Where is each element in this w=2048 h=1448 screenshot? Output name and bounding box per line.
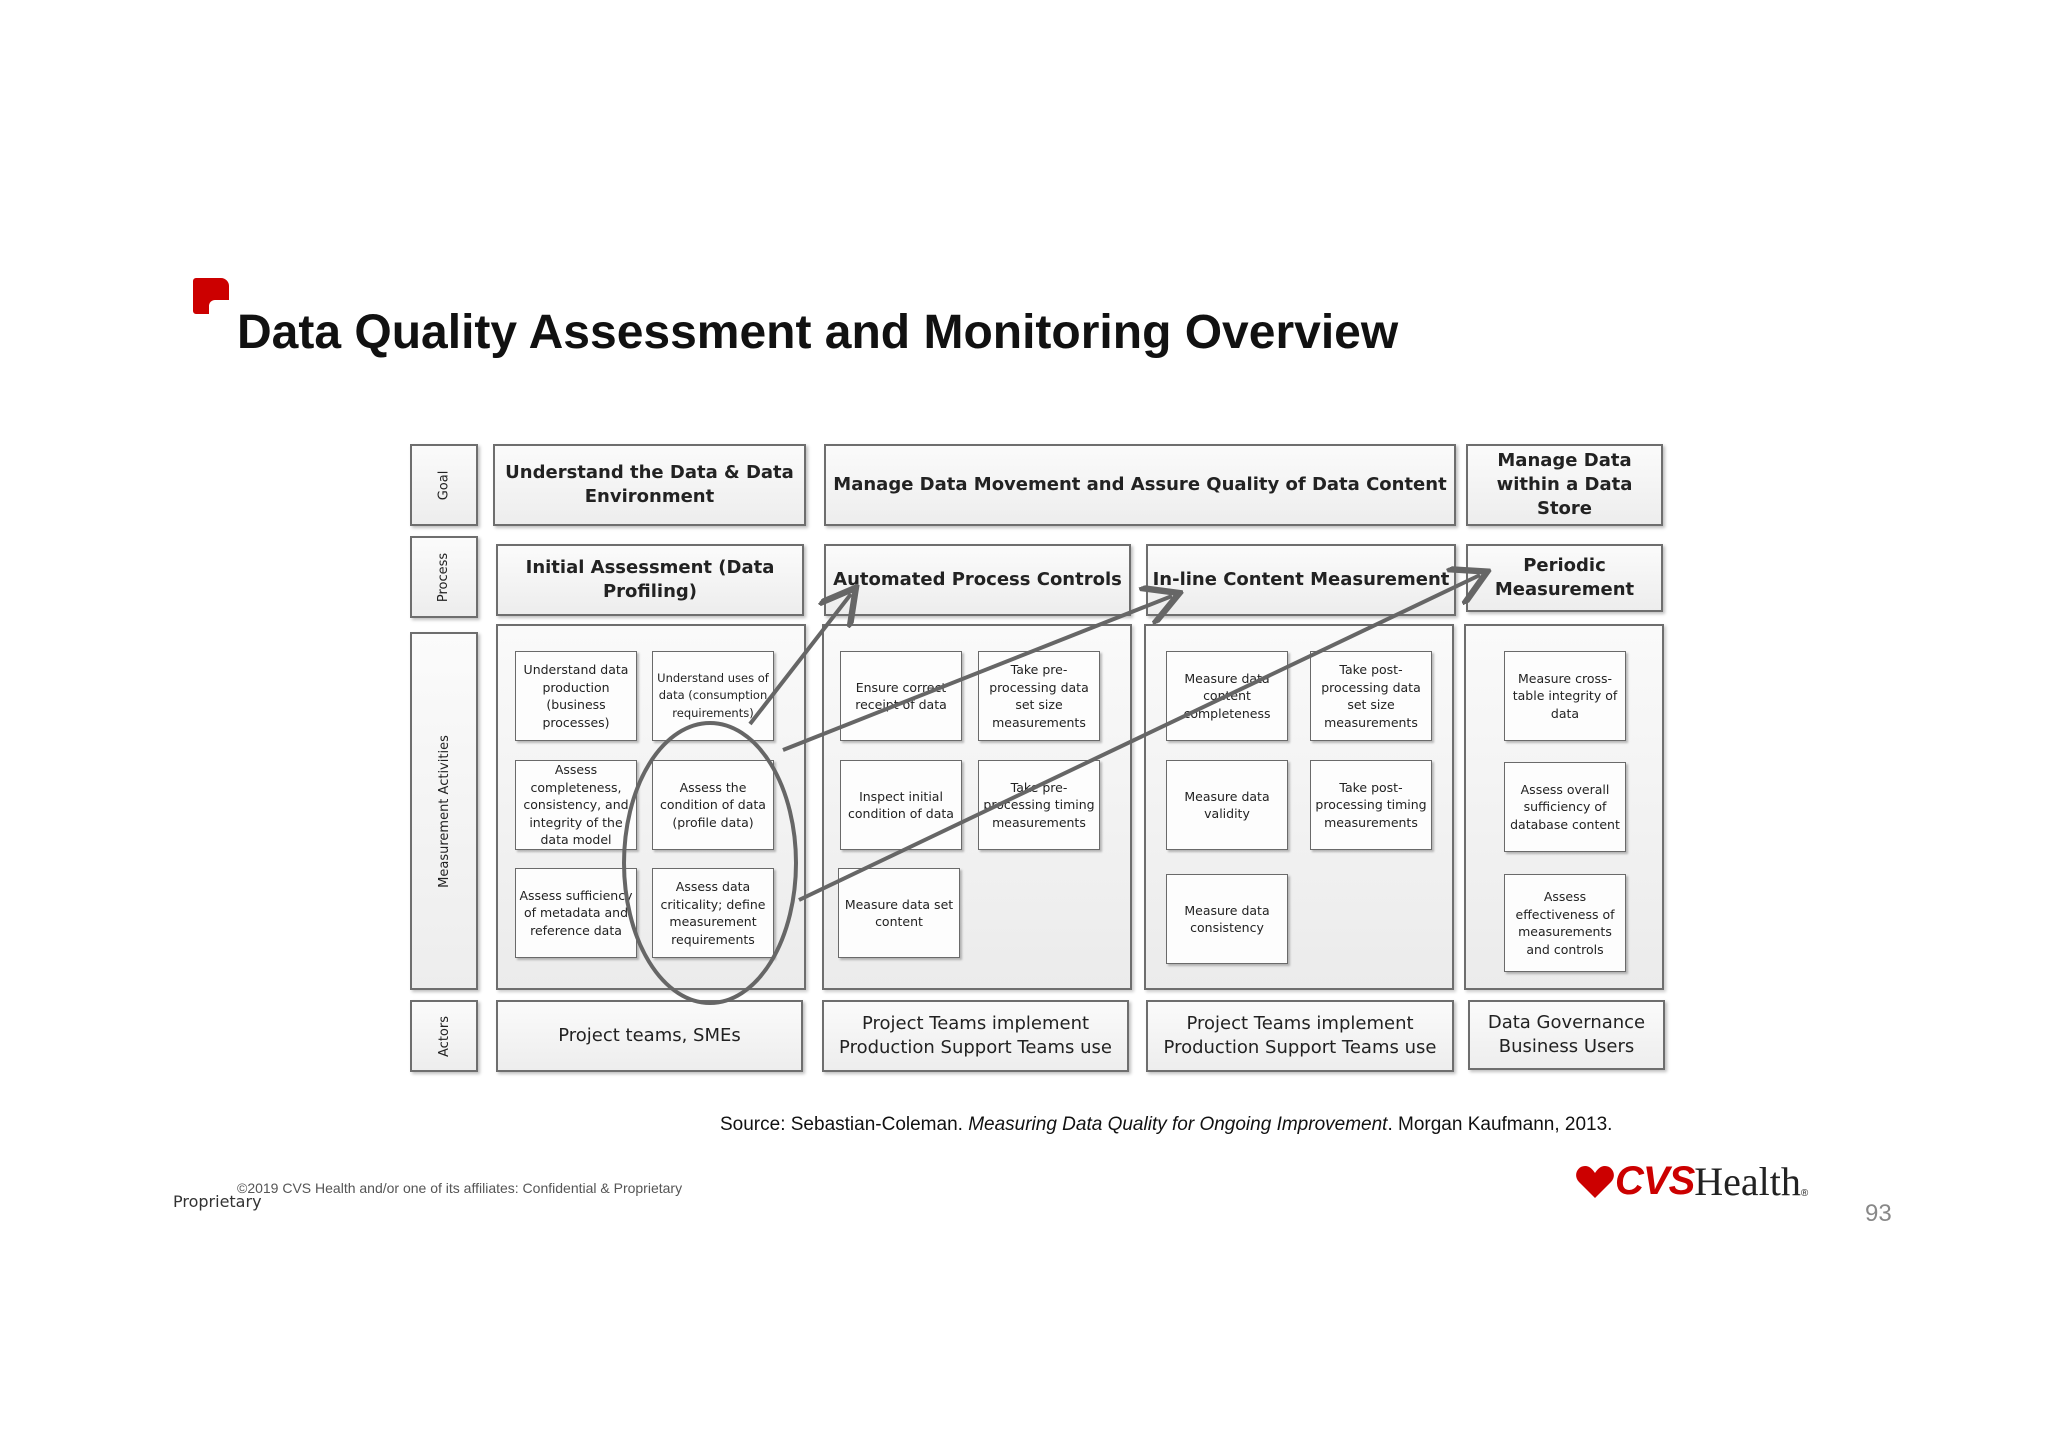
process-initial-assessment: Initial Assessment (Data Profiling) <box>496 544 804 616</box>
heart-icon <box>1576 1165 1614 1198</box>
activity-cross-table: Measure cross-table integrity of data <box>1504 651 1626 741</box>
activity-assess-criticality: Assess data criticality; define measurem… <box>652 868 774 958</box>
activity-pre-size: Take pre-processing data set size measur… <box>978 651 1100 741</box>
activity-assess-condition: Assess the condition of data (profile da… <box>652 760 774 850</box>
actor-automated: Project Teams implement Production Suppo… <box>822 1000 1129 1072</box>
page-title: Data Quality Assessment and Monitoring O… <box>237 306 1399 359</box>
activity-overall-sufficiency: Assess overall sufficiency of database c… <box>1504 762 1626 852</box>
actor-periodic: Data Governance Business Users <box>1468 1000 1665 1070</box>
activity-measure-consistency: Measure data consistency <box>1166 874 1288 964</box>
brand-mark-icon <box>193 278 229 314</box>
activity-inspect-initial: Inspect initial condition of data <box>840 760 962 850</box>
process-inline-measurement: In-line Content Measurement <box>1146 544 1456 616</box>
actor-inline: Project Teams implement Production Suppo… <box>1146 1000 1454 1072</box>
activity-understand-uses: Understand uses of data (consumption req… <box>652 651 774 741</box>
process-automated-controls: Automated Process Controls <box>824 544 1131 616</box>
row-label-actors: Actors <box>410 1000 478 1072</box>
activity-measure-completeness: Measure data content completeness <box>1166 651 1288 741</box>
goal-understand: Understand the Data & Data Environment <box>493 444 806 526</box>
row-label-activities: Measurement Activities <box>410 632 478 990</box>
activity-effectiveness: Assess effectiveness of measurements and… <box>1504 874 1626 972</box>
dq-framework-diagram: Goal Process Measurement Activities Acto… <box>410 444 1665 1074</box>
activity-measure-validity: Measure data validity <box>1166 760 1288 850</box>
activity-pre-timing: Take pre-processing timing measurements <box>978 760 1100 850</box>
activity-assess-metadata: Assess sufficiency of metadata and refer… <box>515 868 637 958</box>
row-label-goal: Goal <box>410 444 478 526</box>
goal-manage-movement: Manage Data Movement and Assure Quality … <box>824 444 1456 526</box>
actor-initial: Project teams, SMEs <box>496 1000 803 1072</box>
proprietary-label: Proprietary <box>173 1192 262 1211</box>
goal-manage-store: Manage Data within a Data Store <box>1466 444 1663 526</box>
activity-measure-set-content: Measure data set content <box>838 868 960 958</box>
activity-assess-data-model: Assess completeness, consistency, and in… <box>515 760 637 850</box>
activity-understand-production: Understand data production (business pro… <box>515 651 637 741</box>
activity-post-timing: Take post-processing timing measurements <box>1310 760 1432 850</box>
source-citation: Source: Sebastian-Coleman. Measuring Dat… <box>720 1114 1613 1135</box>
copyright-notice: ©2019 CVS Health and/or one of its affil… <box>237 1180 683 1196</box>
page-number: 93 <box>1865 1200 1892 1227</box>
activity-ensure-receipt: Ensure correct receipt of data <box>840 651 962 741</box>
row-label-process: Process <box>410 536 478 618</box>
activity-post-size: Take post-processing data set size measu… <box>1310 651 1432 741</box>
process-periodic-measurement: Periodic Measurement <box>1466 544 1663 612</box>
